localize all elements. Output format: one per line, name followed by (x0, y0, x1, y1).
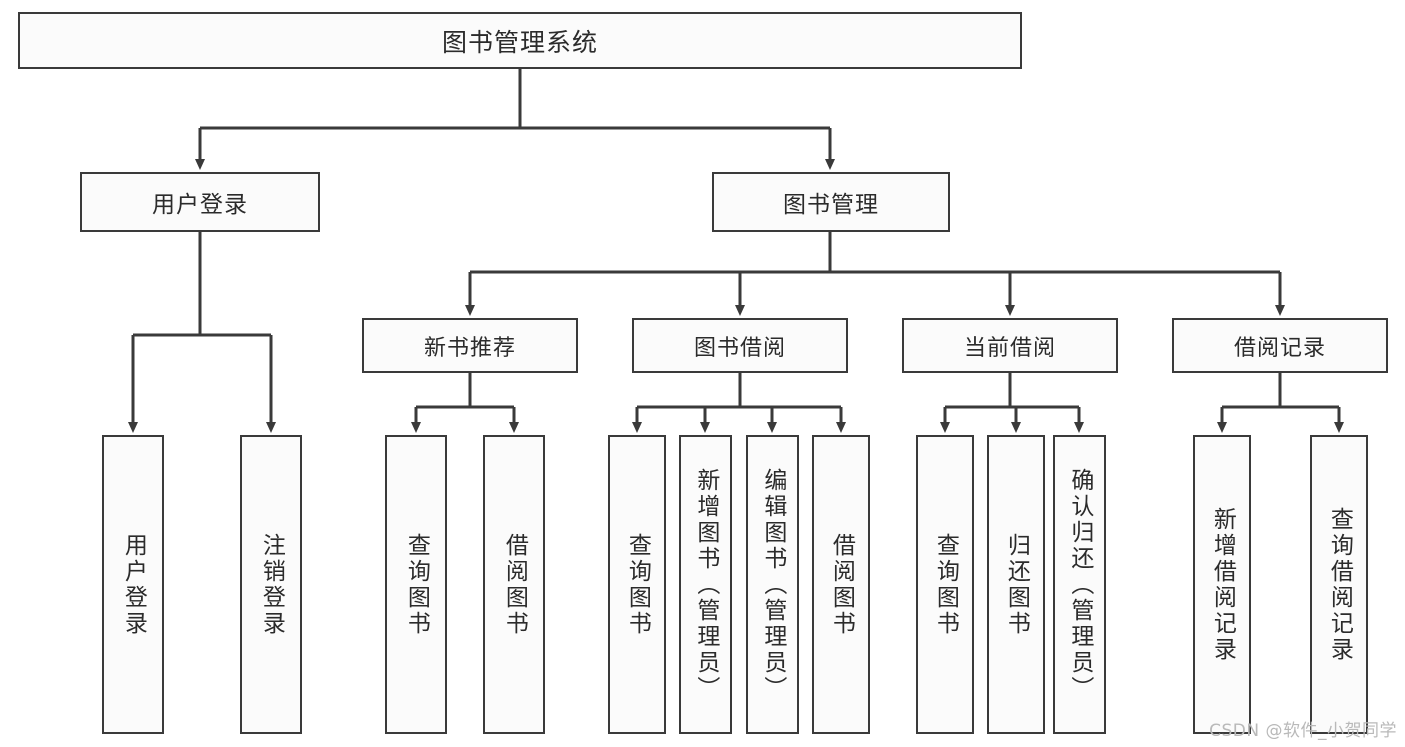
leaf-confirm-return-admin[interactable]: 确认归还（管理员） (1053, 435, 1106, 734)
node-borrow-record-label: 借阅记录 (1233, 335, 1326, 361)
node-root-label: 图书管理系统 (441, 27, 598, 57)
node-new-book-recommend-label: 新书推荐 (423, 335, 516, 361)
leaf-borrow-book-borrow[interactable]: 借阅图书 (812, 435, 870, 734)
leaf-return-book-label: 归还图书 (1003, 532, 1030, 637)
node-book-borrow-label: 图书借阅 (693, 335, 786, 361)
leaf-borrow-book-newbook[interactable]: 借阅图书 (483, 435, 545, 734)
node-current-borrow[interactable]: 当前借阅 (902, 318, 1118, 373)
csdn-watermark: CSDN @软件_小贺同学 (1209, 721, 1397, 741)
node-new-book-recommend[interactable]: 新书推荐 (362, 318, 578, 373)
node-book-manage[interactable]: 图书管理 (712, 172, 950, 232)
leaf-borrow-book-newbook-label: 借阅图书 (501, 532, 528, 637)
leaf-user-logout[interactable]: 注销登录 (240, 435, 302, 734)
leaf-user-logout-label: 注销登录 (258, 532, 285, 637)
leaf-add-borrow-record-label: 新增借阅记录 (1209, 506, 1236, 663)
node-root[interactable]: 图书管理系统 (18, 12, 1022, 69)
node-book-manage-label: 图书管理 (783, 192, 879, 218)
leaf-return-book[interactable]: 归还图书 (987, 435, 1045, 734)
leaf-edit-book-admin-label: 编辑图书（管理员） (759, 467, 786, 702)
leaf-query-book-borrow-label: 查询图书 (624, 532, 651, 637)
leaf-add-book-admin-label: 新增图书（管理员） (692, 467, 719, 702)
leaf-query-book-current[interactable]: 查询图书 (916, 435, 974, 734)
node-user-login[interactable]: 用户登录 (80, 172, 320, 232)
leaf-add-book-admin[interactable]: 新增图书（管理员） (679, 435, 732, 734)
leaf-borrow-book-borrow-label: 借阅图书 (828, 532, 855, 637)
leaf-edit-book-admin[interactable]: 编辑图书（管理员） (746, 435, 799, 734)
leaf-query-borrow-record-label: 查询借阅记录 (1326, 506, 1353, 663)
leaf-query-book-newbook-label: 查询图书 (403, 532, 430, 637)
leaf-query-book-borrow[interactable]: 查询图书 (608, 435, 666, 734)
leaf-add-borrow-record[interactable]: 新增借阅记录 (1193, 435, 1251, 734)
node-book-borrow[interactable]: 图书借阅 (632, 318, 848, 373)
node-borrow-record[interactable]: 借阅记录 (1172, 318, 1388, 373)
leaf-query-book-newbook[interactable]: 查询图书 (385, 435, 447, 734)
node-current-borrow-label: 当前借阅 (963, 335, 1056, 361)
leaf-user-login[interactable]: 用户登录 (102, 435, 164, 734)
leaf-query-borrow-record[interactable]: 查询借阅记录 (1310, 435, 1368, 734)
leaf-confirm-return-admin-label: 确认归还（管理员） (1066, 467, 1093, 702)
node-user-login-label: 用户登录 (152, 192, 248, 218)
leaf-user-login-label: 用户登录 (120, 532, 147, 637)
leaf-query-book-current-label: 查询图书 (932, 532, 959, 637)
